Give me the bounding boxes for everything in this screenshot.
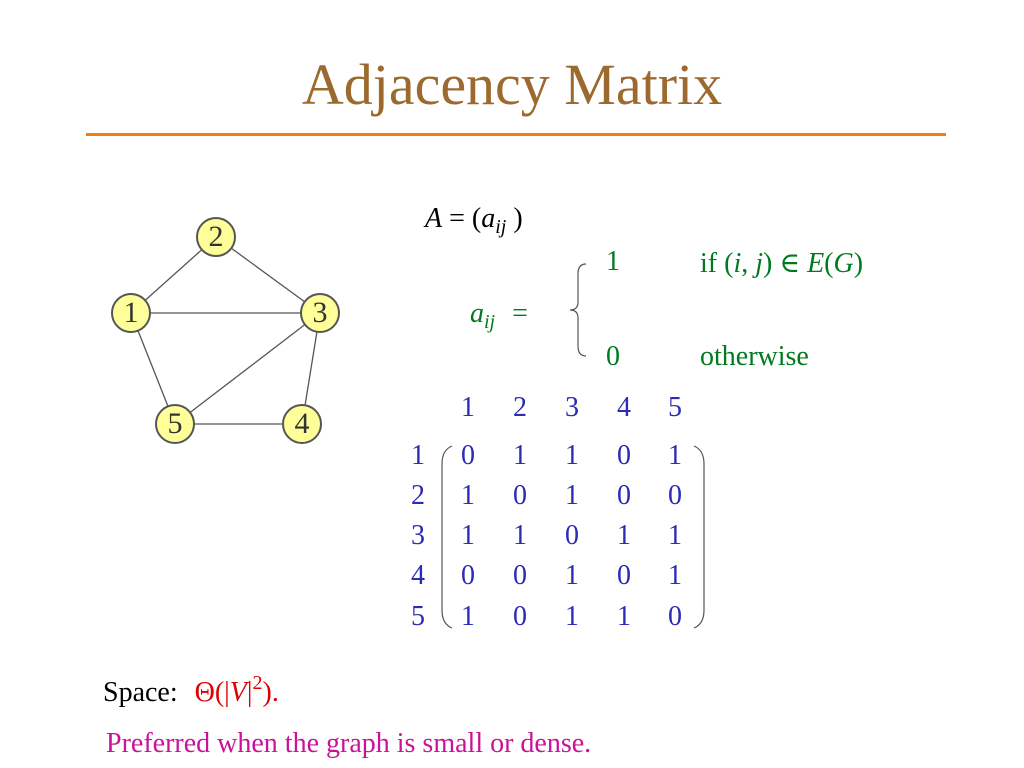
matrix-col-header: 3	[565, 392, 579, 423]
aij-eq: =	[512, 298, 528, 329]
def-a: a	[481, 203, 496, 234]
cond-open: (	[824, 248, 834, 279]
matrix-cell: 0	[617, 480, 631, 511]
space-exp: 2	[252, 672, 263, 694]
matrix-cell: 1	[565, 480, 579, 511]
matrix-col-header: 2	[513, 392, 527, 423]
space-close: ).	[262, 677, 279, 708]
matrix-row-header: 3	[411, 520, 425, 551]
space-complexity: Space: Θ(|V|2).	[103, 672, 279, 709]
space-theta: Θ(|	[194, 677, 230, 708]
cond-close: )	[853, 248, 864, 279]
cond-i: i	[733, 248, 742, 279]
case-zero-value: 0	[606, 341, 620, 372]
case-one-condition: if (i, j) ∈ E(G)	[700, 246, 863, 280]
edge-3-5	[174, 312, 321, 425]
case-one-value: 1	[606, 246, 620, 277]
space-V: V	[229, 677, 247, 708]
cond-j: j	[755, 248, 763, 279]
cases-brace	[569, 263, 587, 357]
matrix-row-header: 5	[411, 601, 425, 632]
matrix-cell: 1	[461, 520, 475, 551]
aij-label: aij =	[470, 298, 528, 334]
matrix-cell: 0	[513, 480, 527, 511]
edge-2-3	[215, 236, 321, 314]
cond-G: G	[833, 248, 854, 279]
matrix-cell: 0	[461, 560, 475, 591]
cond-comma: ,	[741, 248, 756, 279]
matrix-col-header: 5	[668, 392, 682, 423]
matrix-row-header: 2	[411, 480, 425, 511]
matrix-cell: 1	[461, 480, 475, 511]
matrix-cell: 1	[565, 440, 579, 471]
matrix-col-header: 1	[461, 392, 475, 423]
matrix-cell: 0	[565, 520, 579, 551]
matrix-cell: 1	[565, 601, 579, 632]
matrix-row-header: 4	[411, 560, 425, 591]
case-zero-condition: otherwise	[700, 341, 809, 372]
cond-if: if (	[700, 248, 734, 279]
space-label: Space:	[103, 677, 178, 708]
matrix-left-bracket	[441, 445, 453, 629]
matrix-row-header: 1	[411, 440, 425, 471]
matrix-cell: 1	[513, 520, 527, 551]
matrix-cell: 1	[617, 601, 631, 632]
def-ij: ij	[495, 216, 507, 238]
matrix-cell: 1	[513, 440, 527, 471]
space-bar: |	[246, 677, 253, 708]
def-close: )	[506, 203, 523, 234]
matrix-cell: 0	[617, 560, 631, 591]
matrix-definition: A = (aij )	[425, 203, 523, 239]
matrix-cell: 0	[668, 601, 682, 632]
graph-node-2: 2	[196, 217, 236, 257]
matrix-cell: 0	[513, 601, 527, 632]
def-eq: = (	[442, 203, 482, 234]
cond-in: ) ∈	[763, 248, 808, 279]
aij-a: a	[470, 298, 484, 329]
graph-node-3: 3	[300, 293, 340, 333]
matrix-cell: 1	[565, 560, 579, 591]
def-A: A	[425, 203, 443, 234]
matrix-cell: 1	[668, 560, 682, 591]
matrix-right-bracket	[693, 445, 705, 629]
matrix-cell: 0	[461, 440, 475, 471]
matrix-cell: 1	[668, 440, 682, 471]
space-formula: Θ(|V|2).	[194, 672, 279, 708]
preference-note: Preferred when the graph is small or den…	[106, 728, 592, 759]
matrix-col-header: 4	[617, 392, 631, 423]
slide-title: Adjacency Matrix	[301, 52, 723, 117]
title-underline	[86, 133, 946, 136]
matrix-cell: 1	[668, 520, 682, 551]
graph-node-4: 4	[282, 404, 322, 444]
matrix-cell: 1	[461, 601, 475, 632]
cond-E: E	[807, 248, 825, 279]
matrix-cell: 0	[513, 560, 527, 591]
graph-node-5: 5	[155, 404, 195, 444]
matrix-cell: 0	[668, 480, 682, 511]
matrix-cell: 0	[617, 440, 631, 471]
graph-node-1: 1	[111, 293, 151, 333]
matrix-cell: 1	[617, 520, 631, 551]
aij-ij: ij	[484, 311, 496, 333]
